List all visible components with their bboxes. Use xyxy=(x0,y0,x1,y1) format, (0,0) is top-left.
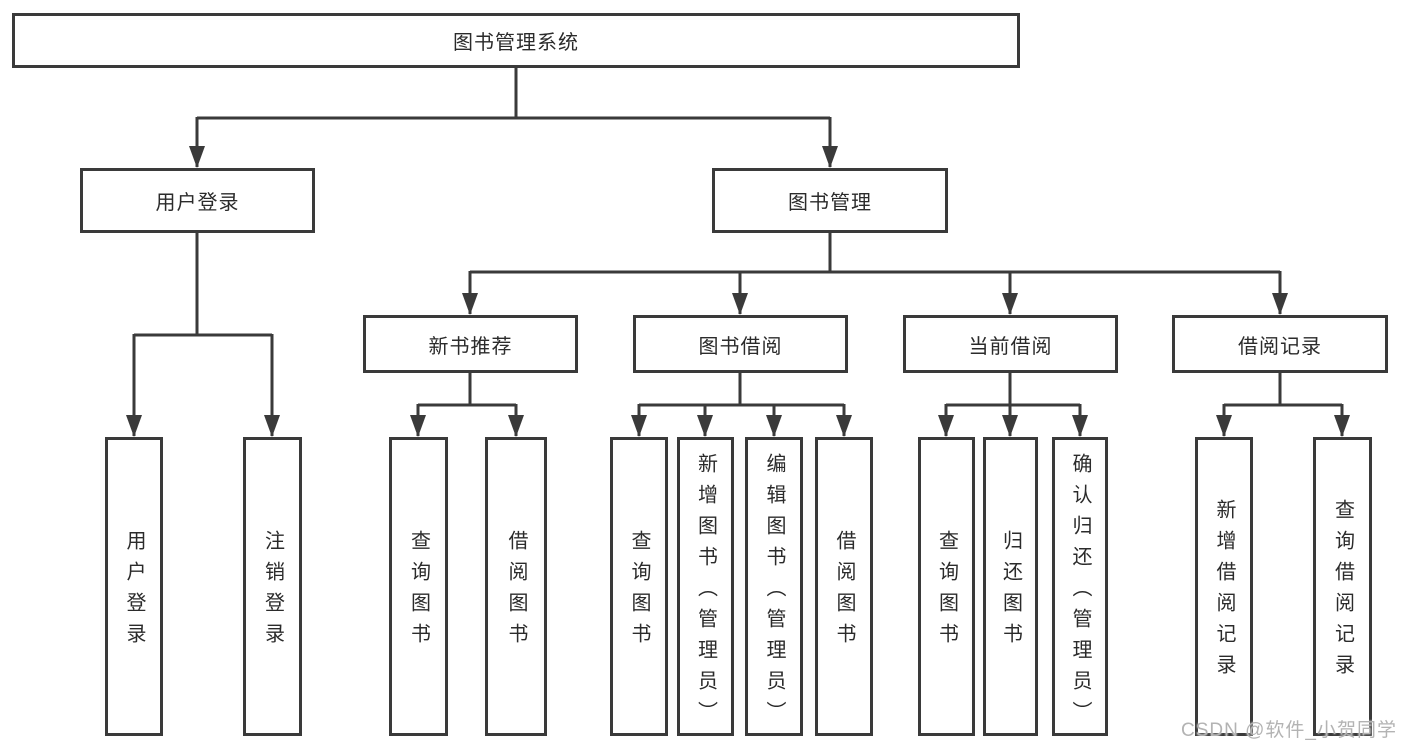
edge-records-children xyxy=(1224,373,1342,407)
leaf-borrow-books: 借阅图书 xyxy=(815,437,873,736)
node-new-book-recommend-label: 新书推荐 xyxy=(428,335,513,358)
node-new-book-recommend: 新书推荐 xyxy=(363,315,578,373)
leaf-logout: 注销登录 xyxy=(243,437,302,736)
edge-root-to-level2 xyxy=(197,68,830,120)
edge-user-login-children xyxy=(134,233,272,337)
edge-borrow-children xyxy=(639,373,844,407)
leaf-edit-books-admin-label: 编辑图书（管理员） xyxy=(763,452,785,732)
edge-current-children xyxy=(946,373,1080,407)
leaf-user-login-label: 用户登录 xyxy=(123,530,145,654)
leaf-recommend-query-books: 查询图书 xyxy=(389,437,448,736)
leaf-logout-label: 注销登录 xyxy=(261,530,284,654)
node-borrow-records: 借阅记录 xyxy=(1172,315,1388,373)
leaf-recommend-borrow-books: 借阅图书 xyxy=(485,437,547,736)
node-borrow-records-label: 借阅记录 xyxy=(1238,335,1322,358)
node-user-login: 用户登录 xyxy=(80,168,315,233)
leaf-current-query-books-label: 查询图书 xyxy=(935,530,958,654)
leaf-confirm-return-admin: 确认归还（管理员） xyxy=(1052,437,1108,736)
node-root-label: 图书管理系统 xyxy=(453,32,579,54)
leaf-return-books-label: 归还图书 xyxy=(999,530,1022,654)
node-book-management: 图书管理 xyxy=(712,168,948,233)
leaf-borrow-query-books-label: 查询图书 xyxy=(628,530,650,654)
leaf-add-books-admin-label: 新增图书（管理员） xyxy=(694,452,717,732)
leaf-edit-books-admin: 编辑图书（管理员） xyxy=(745,437,803,736)
leaf-user-login: 用户登录 xyxy=(105,437,163,736)
node-book-borrow-label: 图书借阅 xyxy=(698,335,783,358)
leaf-return-books: 归还图书 xyxy=(983,437,1038,736)
leaf-query-borrow-record-label: 查询借阅记录 xyxy=(1331,499,1354,685)
edge-recommend-children xyxy=(418,373,516,407)
node-current-borrow-label: 当前借阅 xyxy=(968,335,1053,358)
leaf-recommend-query-books-label: 查询图书 xyxy=(407,530,430,654)
leaf-current-query-books: 查询图书 xyxy=(918,437,975,736)
leaf-add-borrow-record-label: 新增借阅记录 xyxy=(1213,499,1235,685)
node-root: 图书管理系统 xyxy=(12,13,1020,68)
leaf-query-borrow-record: 查询借阅记录 xyxy=(1313,437,1372,736)
leaf-add-borrow-record: 新增借阅记录 xyxy=(1195,437,1253,736)
leaf-borrow-books-label: 借阅图书 xyxy=(833,530,855,654)
leaf-add-books-admin: 新增图书（管理员） xyxy=(677,437,734,736)
node-current-borrow: 当前借阅 xyxy=(903,315,1118,373)
node-book-management-label: 图书管理 xyxy=(788,192,872,214)
leaf-recommend-borrow-books-label: 借阅图书 xyxy=(505,530,527,654)
node-user-login-label: 用户登录 xyxy=(155,192,240,214)
edge-book-management-children xyxy=(470,233,1280,274)
leaf-confirm-return-admin-label: 确认归还（管理员） xyxy=(1069,452,1091,732)
leaf-borrow-query-books: 查询图书 xyxy=(610,437,668,736)
watermark: CSDN @软件_小贺同学 xyxy=(1181,720,1397,741)
node-book-borrow: 图书借阅 xyxy=(633,315,848,373)
